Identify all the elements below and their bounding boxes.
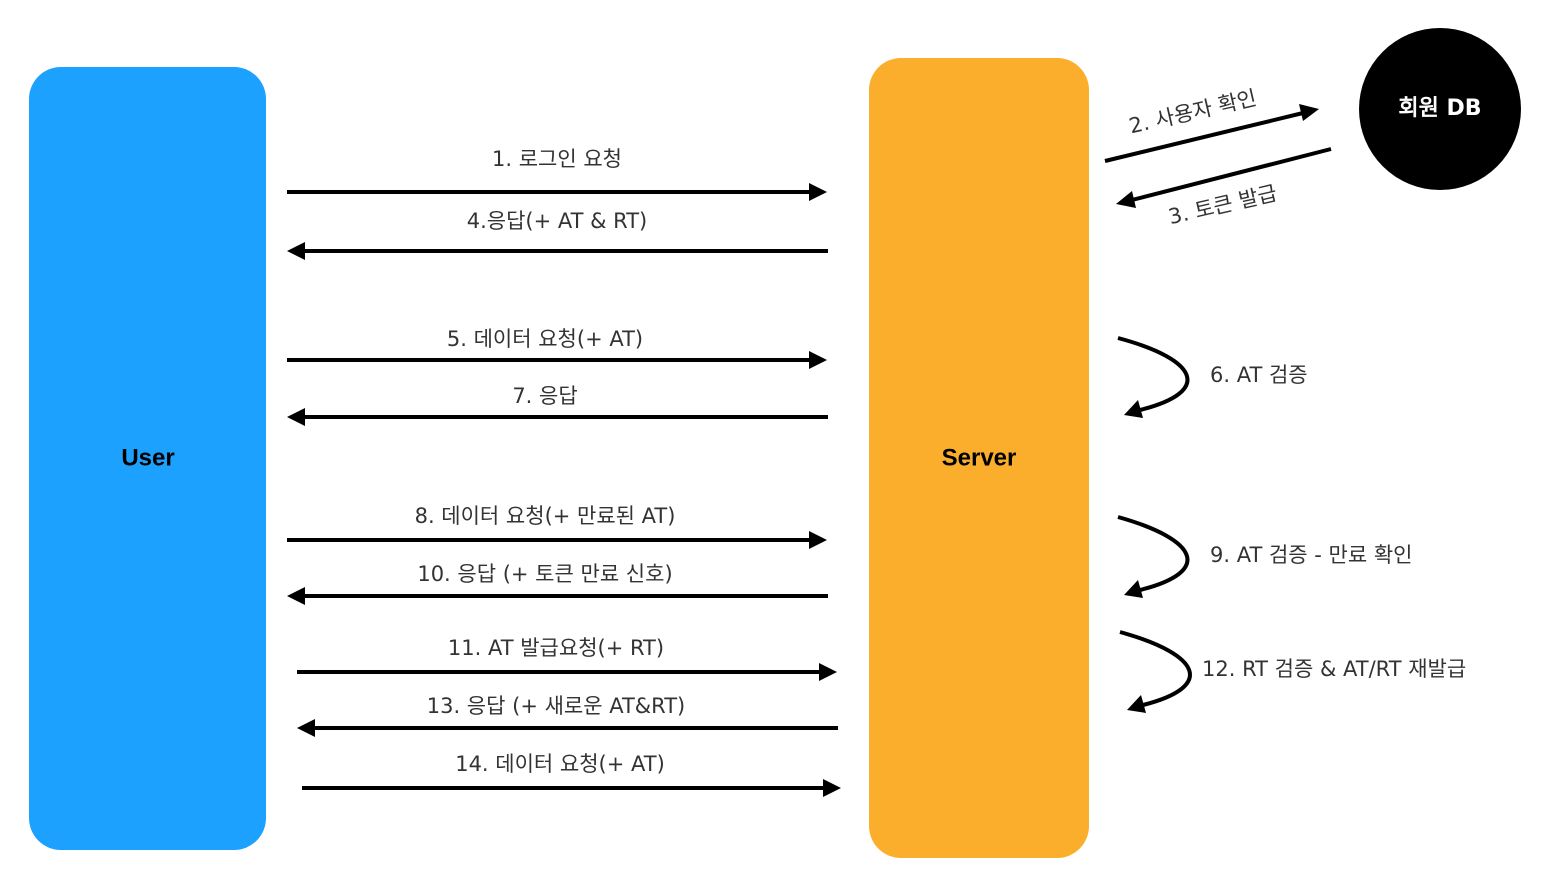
message-11-label: 11. AT 발급요청(+ RT)	[448, 636, 664, 660]
message-9: 9. AT 검증 - 만료 확인	[1117, 515, 1412, 598]
arrowhead-3	[1116, 191, 1136, 208]
arrowhead-13	[297, 719, 315, 737]
message-12-label: 12. RT 검증 & AT/RT 재발급	[1202, 657, 1466, 681]
message-6: 6. AT 검증	[1117, 336, 1308, 418]
arrowhead-1	[809, 183, 827, 201]
arrowhead-6	[1124, 400, 1143, 418]
message-5: 5. 데이터 요청(+ AT)	[287, 327, 827, 369]
server-label: Server	[942, 444, 1017, 471]
arrowhead-12	[1127, 695, 1146, 713]
arrowhead-2	[1299, 104, 1319, 121]
arrowhead-5	[809, 351, 827, 369]
arrowhead-8	[809, 531, 827, 549]
message-8: 8. 데이터 요청(+ 만료된 AT)	[287, 504, 827, 549]
member-db-node	[1359, 28, 1521, 190]
server-lane	[869, 58, 1089, 858]
arrowhead-14	[823, 779, 841, 797]
message-8-label: 8. 데이터 요청(+ 만료된 AT)	[415, 504, 676, 528]
user-lane	[29, 67, 266, 850]
message-10: 10. 응답 (+ 토큰 만료 신호)	[287, 562, 828, 605]
arrowhead-10	[287, 587, 305, 605]
self-loop-arrow-12	[1119, 630, 1192, 707]
user-label: User	[121, 444, 174, 471]
arrowhead-9	[1124, 580, 1143, 598]
message-4: 4.응답(+ AT & RT)	[287, 209, 828, 260]
message-11: 11. AT 발급요청(+ RT)	[297, 636, 837, 681]
message-14: 14. 데이터 요청(+ AT)	[302, 752, 841, 797]
message-4-label: 4.응답(+ AT & RT)	[467, 209, 648, 233]
message-7: 7. 응답	[287, 384, 828, 426]
message-13-label: 13. 응답 (+ 새로운 AT&RT)	[427, 694, 686, 718]
arrowhead-11	[819, 663, 837, 681]
arrowhead-4	[287, 242, 305, 260]
self-loop-arrow-9	[1117, 515, 1190, 592]
message-12: 12. RT 검증 & AT/RT 재발급	[1119, 630, 1466, 713]
message-5-label: 5. 데이터 요청(+ AT)	[447, 327, 643, 351]
message-2: 2. 사용자 확인	[1104, 86, 1319, 163]
arrowhead-7	[287, 408, 305, 426]
message-9-label: 9. AT 검증 - 만료 확인	[1210, 543, 1412, 567]
message-14-label: 14. 데이터 요청(+ AT)	[455, 752, 665, 776]
arrow-2	[1104, 111, 1304, 163]
message-13: 13. 응답 (+ 새로운 AT&RT)	[297, 694, 838, 737]
message-7-label: 7. 응답	[512, 384, 577, 408]
message-10-label: 10. 응답 (+ 토큰 만료 신호)	[417, 562, 672, 586]
message-1-label: 1. 로그인 요청	[492, 147, 622, 171]
message-3: 3. 토큰 발급	[1116, 147, 1332, 229]
arrow-3	[1131, 147, 1332, 202]
self-loop-arrow-6	[1117, 336, 1190, 412]
message-6-label: 6. AT 검증	[1210, 363, 1308, 387]
member-db-label: 회원 DB	[1398, 96, 1481, 121]
message-1: 1. 로그인 요청	[287, 147, 827, 201]
